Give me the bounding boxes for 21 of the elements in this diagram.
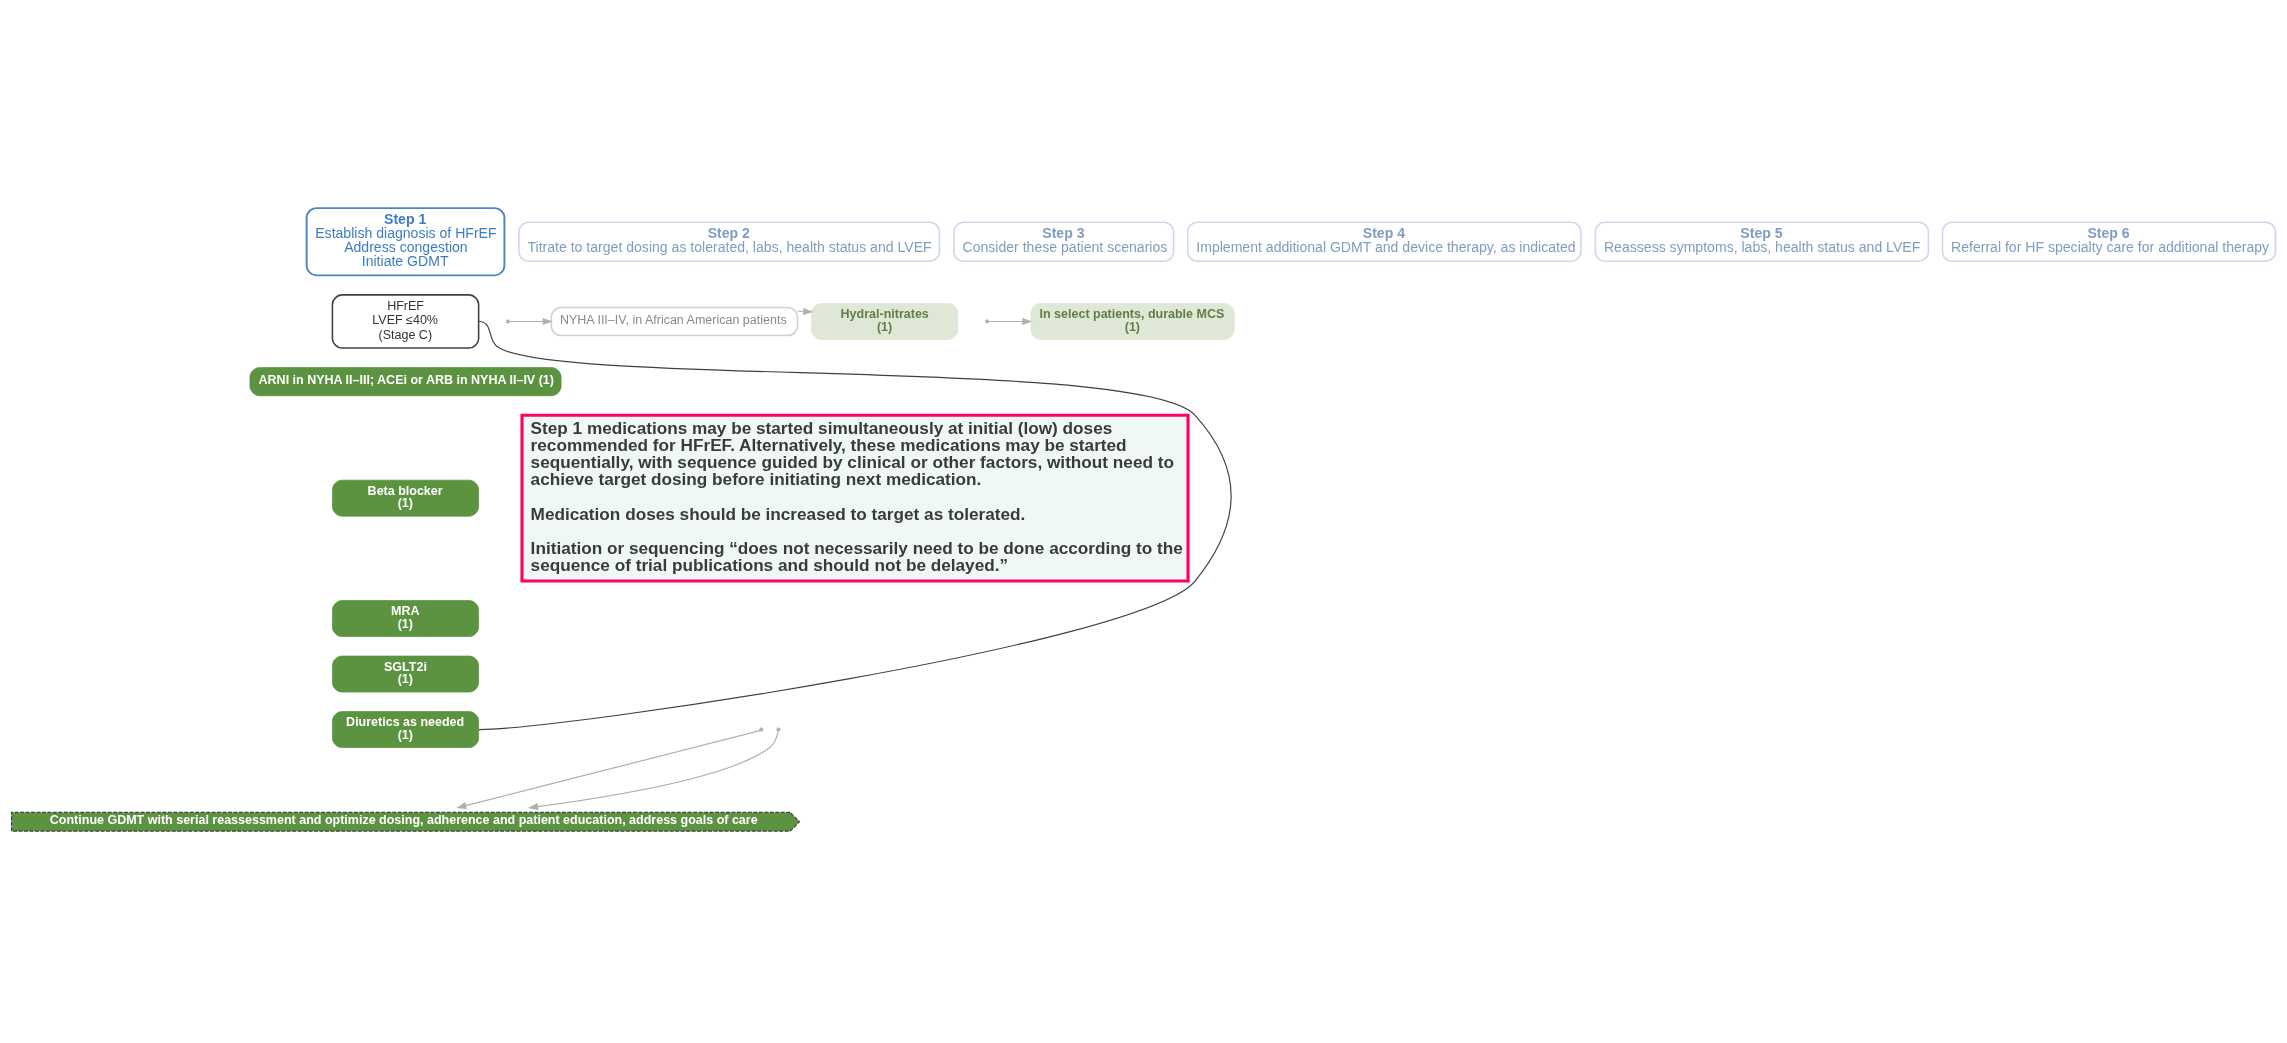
connector	[478, 320, 1232, 730]
node-box: SGLT2i (1)	[332, 655, 479, 692]
node-box: MRA (1)	[332, 599, 479, 637]
node-box: HFrEF LVEF ≤40% (Stage C)	[331, 293, 480, 349]
node-box: Step 3 Consider these patient scenarios	[953, 220, 1175, 262]
node-box: NYHA III–IV, in African American patients	[550, 306, 799, 336]
node-box: Beta blocker (1)	[332, 479, 479, 517]
arrow	[509, 317, 553, 325]
arrow	[988, 317, 1033, 325]
node-box: ARNI in NYHA II–III; ACEi or ARB in NYHA II–IV (1)	[249, 366, 562, 396]
node-box: Hydral-nitrates (1)	[811, 302, 959, 340]
node-box: Step 6 Referral for HF specialty care for additional therapy	[1941, 220, 2277, 262]
arrow	[527, 730, 779, 810]
node-box: Step 1 medications may be started simultaneously at initial (low) doses recommended for HFrEF. Alternatively, these medications may be started sequentially, with sequence guided by clinical or other factors, without need to achieve target dosing before initiating next medication. Medication doses should be increased to target as tolerated. Initiation or sequencing “does not necessarily need to be done according to the sequence of trial publications and should not be delayed.”	[520, 413, 1190, 583]
node-box: Step 2 Titrate to target dosing as tolerated, labs, health status and LVEF	[518, 220, 941, 262]
arrow	[456, 729, 761, 809]
node-box: Step 1 Establish diagnosis of HFrEF Address congestion Initiate GDMT	[305, 206, 506, 276]
node-box: Diuretics as needed (1)	[332, 710, 479, 748]
node-box: Step 5 Reassess symptoms, labs, health status and LVEF	[1594, 220, 1930, 262]
node-box: Step 4 Implement additional GDMT and device therapy, as indicated	[1186, 220, 1582, 262]
node-box: In select patients, durable MCS (1)	[1030, 302, 1235, 340]
